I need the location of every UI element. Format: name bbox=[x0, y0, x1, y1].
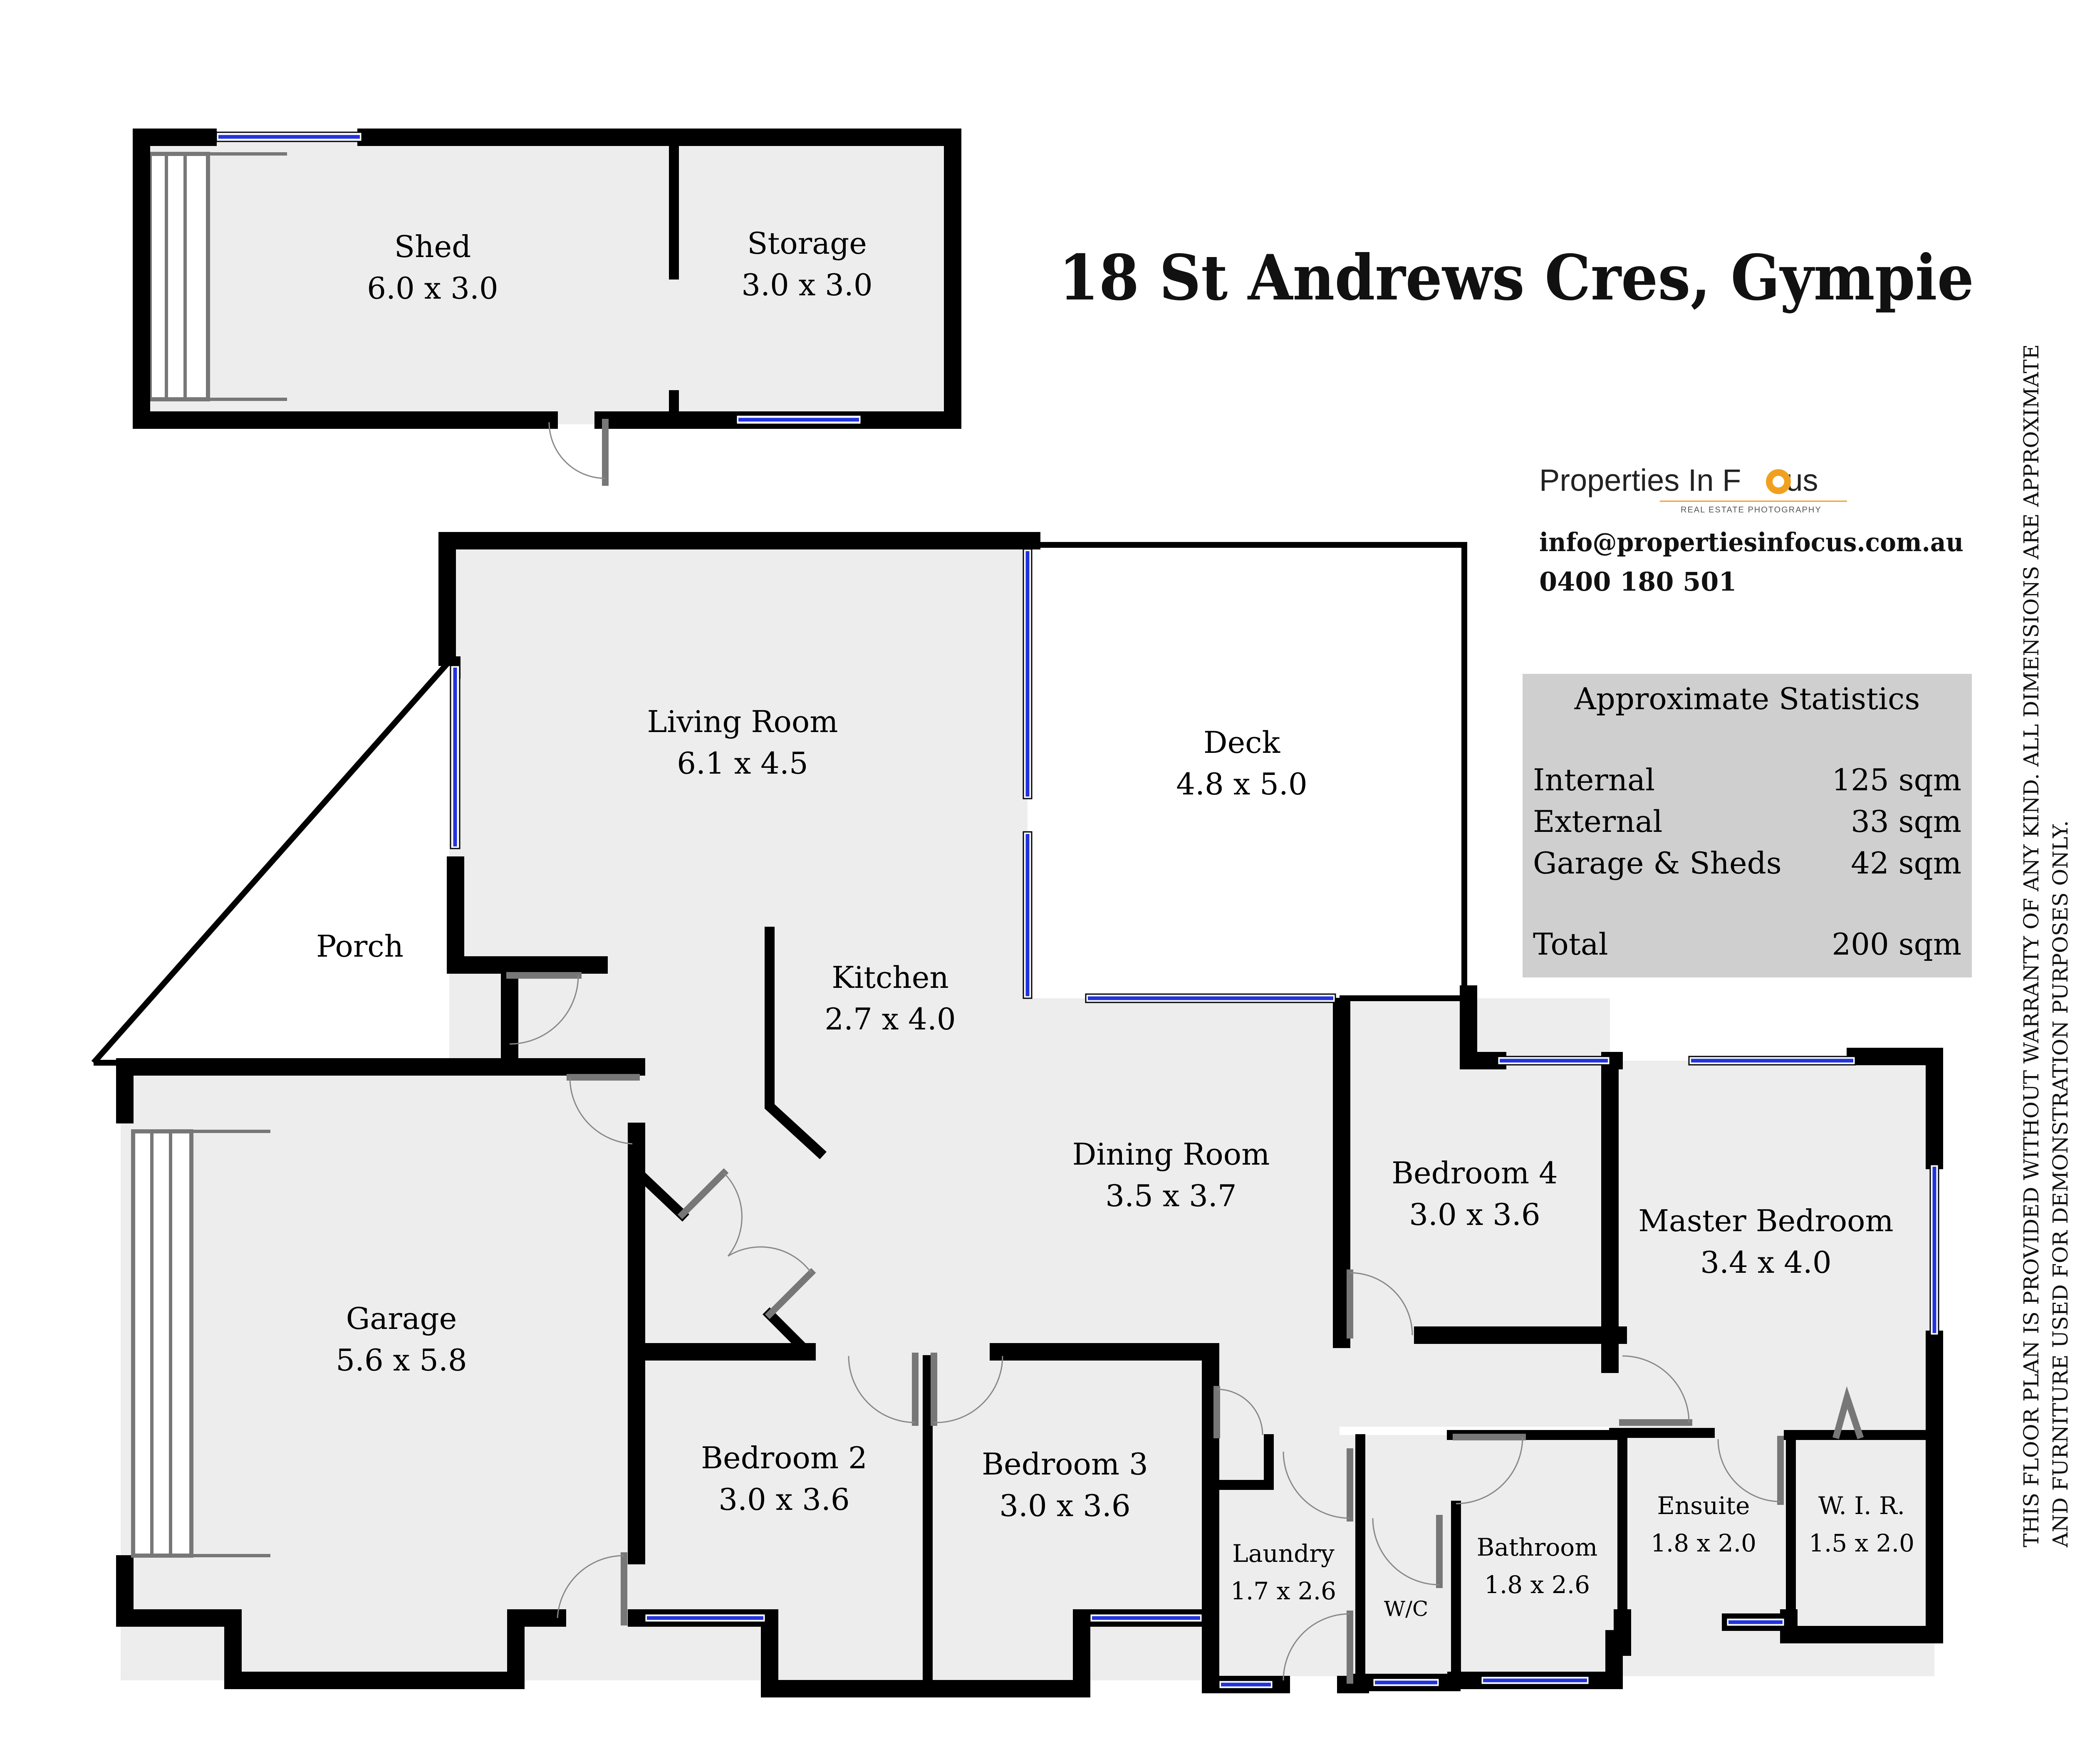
disclaimer: THIS FLOOR PLAN IS PROVIDED WITHOUT WARR… bbox=[2019, 344, 2073, 1548]
laundry-size: 1.7 x 2.6 bbox=[1231, 1577, 1336, 1605]
dining-deck-window bbox=[1023, 831, 1033, 999]
shed-floor bbox=[133, 133, 961, 424]
linen-door bbox=[1213, 1386, 1263, 1438]
stat-external-label: External bbox=[1533, 804, 1662, 839]
bedroom3-door bbox=[931, 1353, 1003, 1426]
stat-internal-label: Internal bbox=[1533, 762, 1655, 797]
bedroom4-door bbox=[1347, 1269, 1413, 1338]
porch-edge bbox=[91, 659, 452, 1065]
laundry-label: Laundry bbox=[1232, 1539, 1335, 1568]
statistics-box bbox=[1523, 674, 1972, 977]
kitchen-label: Kitchen bbox=[832, 960, 948, 995]
front-door bbox=[506, 972, 582, 1045]
house-windows bbox=[450, 548, 1939, 1690]
bedroom4-size: 3.0 x 3.6 bbox=[1409, 1197, 1540, 1232]
disclaimer-line1: THIS FLOOR PLAN IS PROVIDED WITHOUT WARR… bbox=[2019, 344, 2043, 1547]
shed-roller-door bbox=[148, 152, 210, 401]
stat-internal-value: 125 sqm bbox=[1832, 762, 1961, 797]
ensuite-label: Ensuite bbox=[1657, 1492, 1750, 1520]
master-bedroom-size: 3.4 x 4.0 bbox=[1700, 1245, 1831, 1280]
storage-window-bottom bbox=[735, 414, 862, 425]
storage-size: 3.0 x 3.0 bbox=[741, 267, 872, 302]
stat-external-value: 33 sqm bbox=[1851, 804, 1961, 839]
garage-size: 5.6 x 5.8 bbox=[336, 1343, 467, 1378]
porch-label: Porch bbox=[316, 929, 404, 964]
stat-total-label: Total bbox=[1533, 927, 1608, 962]
living-deck-window bbox=[1023, 548, 1033, 799]
garage-internal-door bbox=[567, 1074, 640, 1145]
laundry-external-door bbox=[1283, 1611, 1353, 1684]
deck-outline bbox=[1028, 542, 1467, 1001]
master-window-right bbox=[1929, 1164, 1939, 1336]
garage-label: Garage bbox=[346, 1301, 457, 1336]
ensuite-window bbox=[1726, 1617, 1785, 1627]
stat-total-value: 200 sqm bbox=[1832, 927, 1961, 962]
master-door bbox=[1619, 1355, 1692, 1426]
deck-size: 4.8 x 5.0 bbox=[1176, 767, 1307, 802]
bathroom-window bbox=[1480, 1675, 1590, 1685]
shed-size: 6.0 x 3.0 bbox=[367, 271, 498, 306]
ensuite-door bbox=[1717, 1436, 1784, 1505]
stat-garage-label: Garage & Sheds bbox=[1533, 846, 1782, 881]
living-room-label: Living Room bbox=[647, 704, 838, 739]
stat-garage-value: 42 sqm bbox=[1851, 846, 1961, 881]
statistics-panel: Approximate Statistics Internal 125 sqm … bbox=[1523, 674, 1972, 977]
garage-roller-door bbox=[131, 1129, 270, 1558]
dining-room-size: 3.5 x 3.7 bbox=[1105, 1178, 1236, 1213]
laundry-window bbox=[1218, 1680, 1274, 1690]
living-window-left bbox=[450, 665, 461, 849]
wir-bifold-door bbox=[1832, 1386, 1864, 1440]
master-bedroom-label: Master Bedroom bbox=[1638, 1203, 1893, 1238]
bedroom3-window bbox=[1089, 1613, 1203, 1623]
bathroom-label: Bathroom bbox=[1477, 1533, 1597, 1561]
bedroom2-size: 3.0 x 3.6 bbox=[718, 1482, 849, 1517]
bedroom3-size: 3.0 x 3.6 bbox=[999, 1488, 1130, 1523]
deck-label: Deck bbox=[1203, 725, 1281, 760]
room-labels: Living Room 6.1 x 4.5 Deck 4.8 x 5.0 Por… bbox=[316, 704, 1914, 1621]
house-doors bbox=[506, 972, 1864, 1684]
bathroom-size: 1.8 x 2.6 bbox=[1484, 1571, 1590, 1599]
bedroom2-door bbox=[848, 1353, 919, 1426]
kitchen-size: 2.7 x 4.0 bbox=[825, 1002, 956, 1037]
shed-building: Shed 6.0 x 3.0 Storage 3.0 x 3.0 bbox=[133, 129, 961, 486]
living-room-size: 6.1 x 4.5 bbox=[677, 746, 808, 781]
laundry-door bbox=[1283, 1448, 1353, 1522]
pantry-double-door bbox=[677, 1168, 816, 1319]
bathroom-door bbox=[1453, 1434, 1526, 1504]
wir-label: W. I. R. bbox=[1818, 1492, 1905, 1520]
shed-wall-left-bottom bbox=[133, 133, 558, 429]
wc-door bbox=[1372, 1515, 1443, 1588]
wir-size: 1.5 x 2.0 bbox=[1809, 1529, 1914, 1557]
wc-label: W/C bbox=[1384, 1597, 1429, 1621]
master-window-top bbox=[1688, 1056, 1856, 1066]
bedroom2-window bbox=[644, 1613, 766, 1623]
disclaimer-line2: AND FURNITURE USED FOR DEMONSTRATION PUR… bbox=[2048, 820, 2073, 1548]
shed-label: Shed bbox=[394, 229, 471, 264]
contact-email: info@propertiesinfocus.com.au bbox=[1539, 527, 1964, 557]
dining-deck-door bbox=[1085, 993, 1336, 1003]
statistics-heading: Approximate Statistics bbox=[1574, 681, 1920, 716]
wc-window bbox=[1372, 1677, 1440, 1687]
storage-label: Storage bbox=[747, 226, 867, 261]
property-address-title: 18 St Andrews Cres, Gympie bbox=[1059, 241, 1974, 314]
bedroom2-label: Bedroom 2 bbox=[701, 1440, 867, 1475]
bedroom4-window bbox=[1497, 1056, 1611, 1066]
garage-side-door bbox=[557, 1552, 627, 1625]
contact-phone: 0400 180 501 bbox=[1539, 567, 1737, 597]
dining-room-label: Dining Room bbox=[1072, 1137, 1270, 1172]
ensuite-size: 1.8 x 2.0 bbox=[1651, 1529, 1756, 1557]
brand-tagline: REAL ESTATE PHOTOGRAPHY bbox=[1681, 505, 1822, 515]
shed-window-top bbox=[215, 131, 363, 142]
brand-name-part1: Properties In F bbox=[1539, 463, 1741, 497]
bedroom4-label: Bedroom 4 bbox=[1392, 1155, 1558, 1190]
bedroom3-label: Bedroom 3 bbox=[982, 1447, 1148, 1482]
deck-floor bbox=[1028, 545, 1464, 998]
